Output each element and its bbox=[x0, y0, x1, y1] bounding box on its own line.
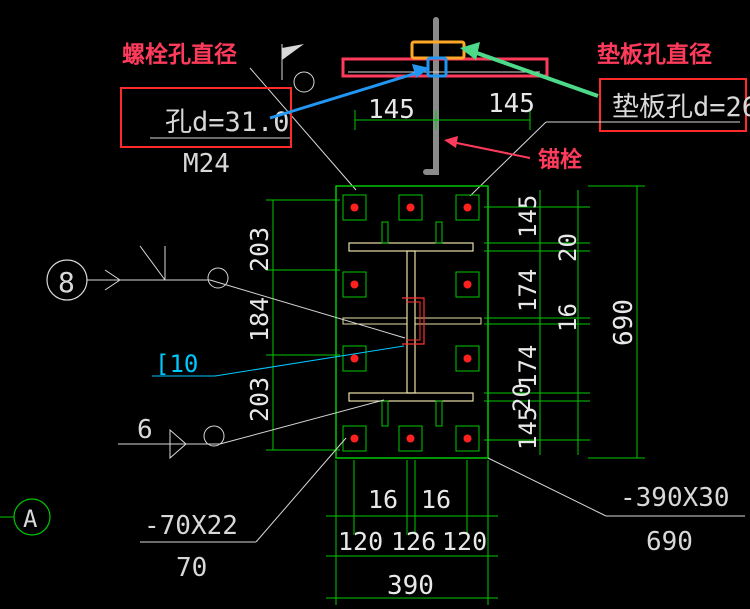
bolt-hole bbox=[342, 194, 367, 221]
weld-size: 6 bbox=[137, 415, 153, 445]
bolt-spec: M24 bbox=[183, 149, 230, 179]
dim-bottom-2: 126 bbox=[391, 527, 436, 556]
base-plate-outline bbox=[335, 185, 489, 459]
dim-bottom-3: 120 bbox=[442, 527, 487, 556]
weld-circle-icon bbox=[203, 425, 225, 447]
bolt-hole bbox=[455, 425, 480, 452]
dim-left-1: 203 bbox=[245, 227, 274, 272]
dim-bottom-web-2: 16 bbox=[421, 485, 451, 514]
bolt-hole-arrow bbox=[269, 70, 421, 120]
dim-overall-width: 390 bbox=[387, 571, 434, 601]
dim-left-2: 184 bbox=[245, 297, 274, 342]
anchor-bolt-arrow bbox=[451, 141, 531, 159]
bolt-hole bbox=[342, 345, 367, 372]
highlight-arrows bbox=[269, 42, 599, 159]
dim-top-right: 145 bbox=[488, 89, 535, 119]
stiffener-right bbox=[414, 317, 482, 325]
axis-circle-icon bbox=[13, 498, 51, 536]
section-marker: 8 bbox=[46, 245, 406, 339]
section-number: 8 bbox=[58, 266, 75, 299]
washer-hole-arrowhead bbox=[460, 42, 480, 60]
dim-right-small-3: 20 bbox=[508, 383, 536, 412]
channel-label: [10 bbox=[152, 345, 405, 378]
dim-right-small-1: 20 bbox=[554, 233, 582, 262]
bolt-hole bbox=[455, 271, 480, 298]
dim-left-3: 203 bbox=[245, 377, 274, 422]
bolt-hole bbox=[455, 345, 480, 372]
stiffener-label: -70X22 70 bbox=[140, 437, 347, 583]
left-dimensions: 203 184 203 bbox=[245, 199, 340, 451]
bolt-hole bbox=[398, 194, 423, 221]
leader-line-stiffener bbox=[255, 437, 347, 543]
right-annotation: 垫板孔d=26 垫板孔直径 锚栓 bbox=[469, 41, 750, 197]
bolt-hole-callout-box bbox=[120, 87, 292, 148]
dim-right-2: 174 bbox=[514, 269, 542, 312]
dim-overall-height: 690 bbox=[609, 299, 639, 346]
dim-bottom-1: 120 bbox=[338, 527, 383, 556]
anchor-bolt-shape bbox=[423, 17, 439, 175]
channel-section bbox=[402, 297, 425, 345]
leader-line-channel bbox=[214, 345, 405, 377]
dim-right-4: 145 bbox=[514, 407, 542, 450]
bolt-holes bbox=[342, 194, 480, 452]
channel-label-text: [10 bbox=[155, 350, 198, 378]
leader-line-section bbox=[209, 279, 406, 339]
anchor-bolt-arrowhead bbox=[444, 136, 458, 148]
right-dimensions: 145 174 174 145 20 16 20 690 bbox=[484, 185, 645, 459]
weld-circle-icon bbox=[207, 267, 229, 289]
bolt-hole-arrowhead bbox=[412, 64, 430, 78]
bolt-hole-value: 孔d=31.0 bbox=[165, 107, 290, 138]
plate-spec: -390X30 bbox=[620, 483, 730, 513]
plate-length: 690 bbox=[646, 527, 693, 557]
bolt-hole-title: 螺栓孔直径 bbox=[122, 41, 237, 68]
bolt-hole bbox=[398, 425, 423, 452]
flag-icon bbox=[282, 44, 304, 60]
dim-right-3: 174 bbox=[514, 345, 542, 388]
stiffener-length: 70 bbox=[176, 553, 207, 583]
plate-label: -390X30 690 bbox=[487, 457, 745, 557]
axis-marker: A bbox=[0, 498, 51, 536]
washer-hole-value: 垫板孔d=26 bbox=[612, 92, 750, 123]
washer-hole-arrow bbox=[473, 50, 599, 98]
axis-label: A bbox=[23, 505, 38, 533]
leader-line-washer bbox=[469, 121, 547, 197]
h-column bbox=[342, 221, 482, 427]
leader-line-weld bbox=[219, 399, 385, 445]
bolt-hole-highlight-box bbox=[426, 56, 448, 78]
washer-hole-title: 垫板孔直径 bbox=[597, 41, 712, 68]
stiffener-spec: -70X22 bbox=[144, 511, 238, 541]
dim-right-small-2: 16 bbox=[554, 303, 582, 332]
bottom-dimensions: 16 16 120 126 120 390 bbox=[326, 460, 498, 605]
bolt-hole bbox=[342, 425, 367, 452]
weld-label: 6 bbox=[118, 399, 385, 460]
bolt-hole bbox=[455, 194, 480, 221]
dim-right-1: 145 bbox=[514, 195, 542, 238]
washer-hole-callout-box bbox=[599, 78, 747, 132]
dim-bottom-web-1: 16 bbox=[368, 485, 398, 514]
dim-top-left: 145 bbox=[368, 95, 415, 125]
anchor-bolt-label: 锚栓 bbox=[538, 147, 582, 173]
weld-circle-icon bbox=[293, 71, 315, 93]
anchor-section: 145 145 bbox=[341, 17, 549, 175]
stiffener-left bbox=[342, 317, 408, 325]
base-plate bbox=[335, 185, 489, 459]
bolt-hole bbox=[342, 271, 367, 298]
left-annotation: 孔d=31.0 M24 螺栓孔直径 bbox=[120, 41, 357, 191]
leader-line-plate bbox=[487, 457, 607, 517]
